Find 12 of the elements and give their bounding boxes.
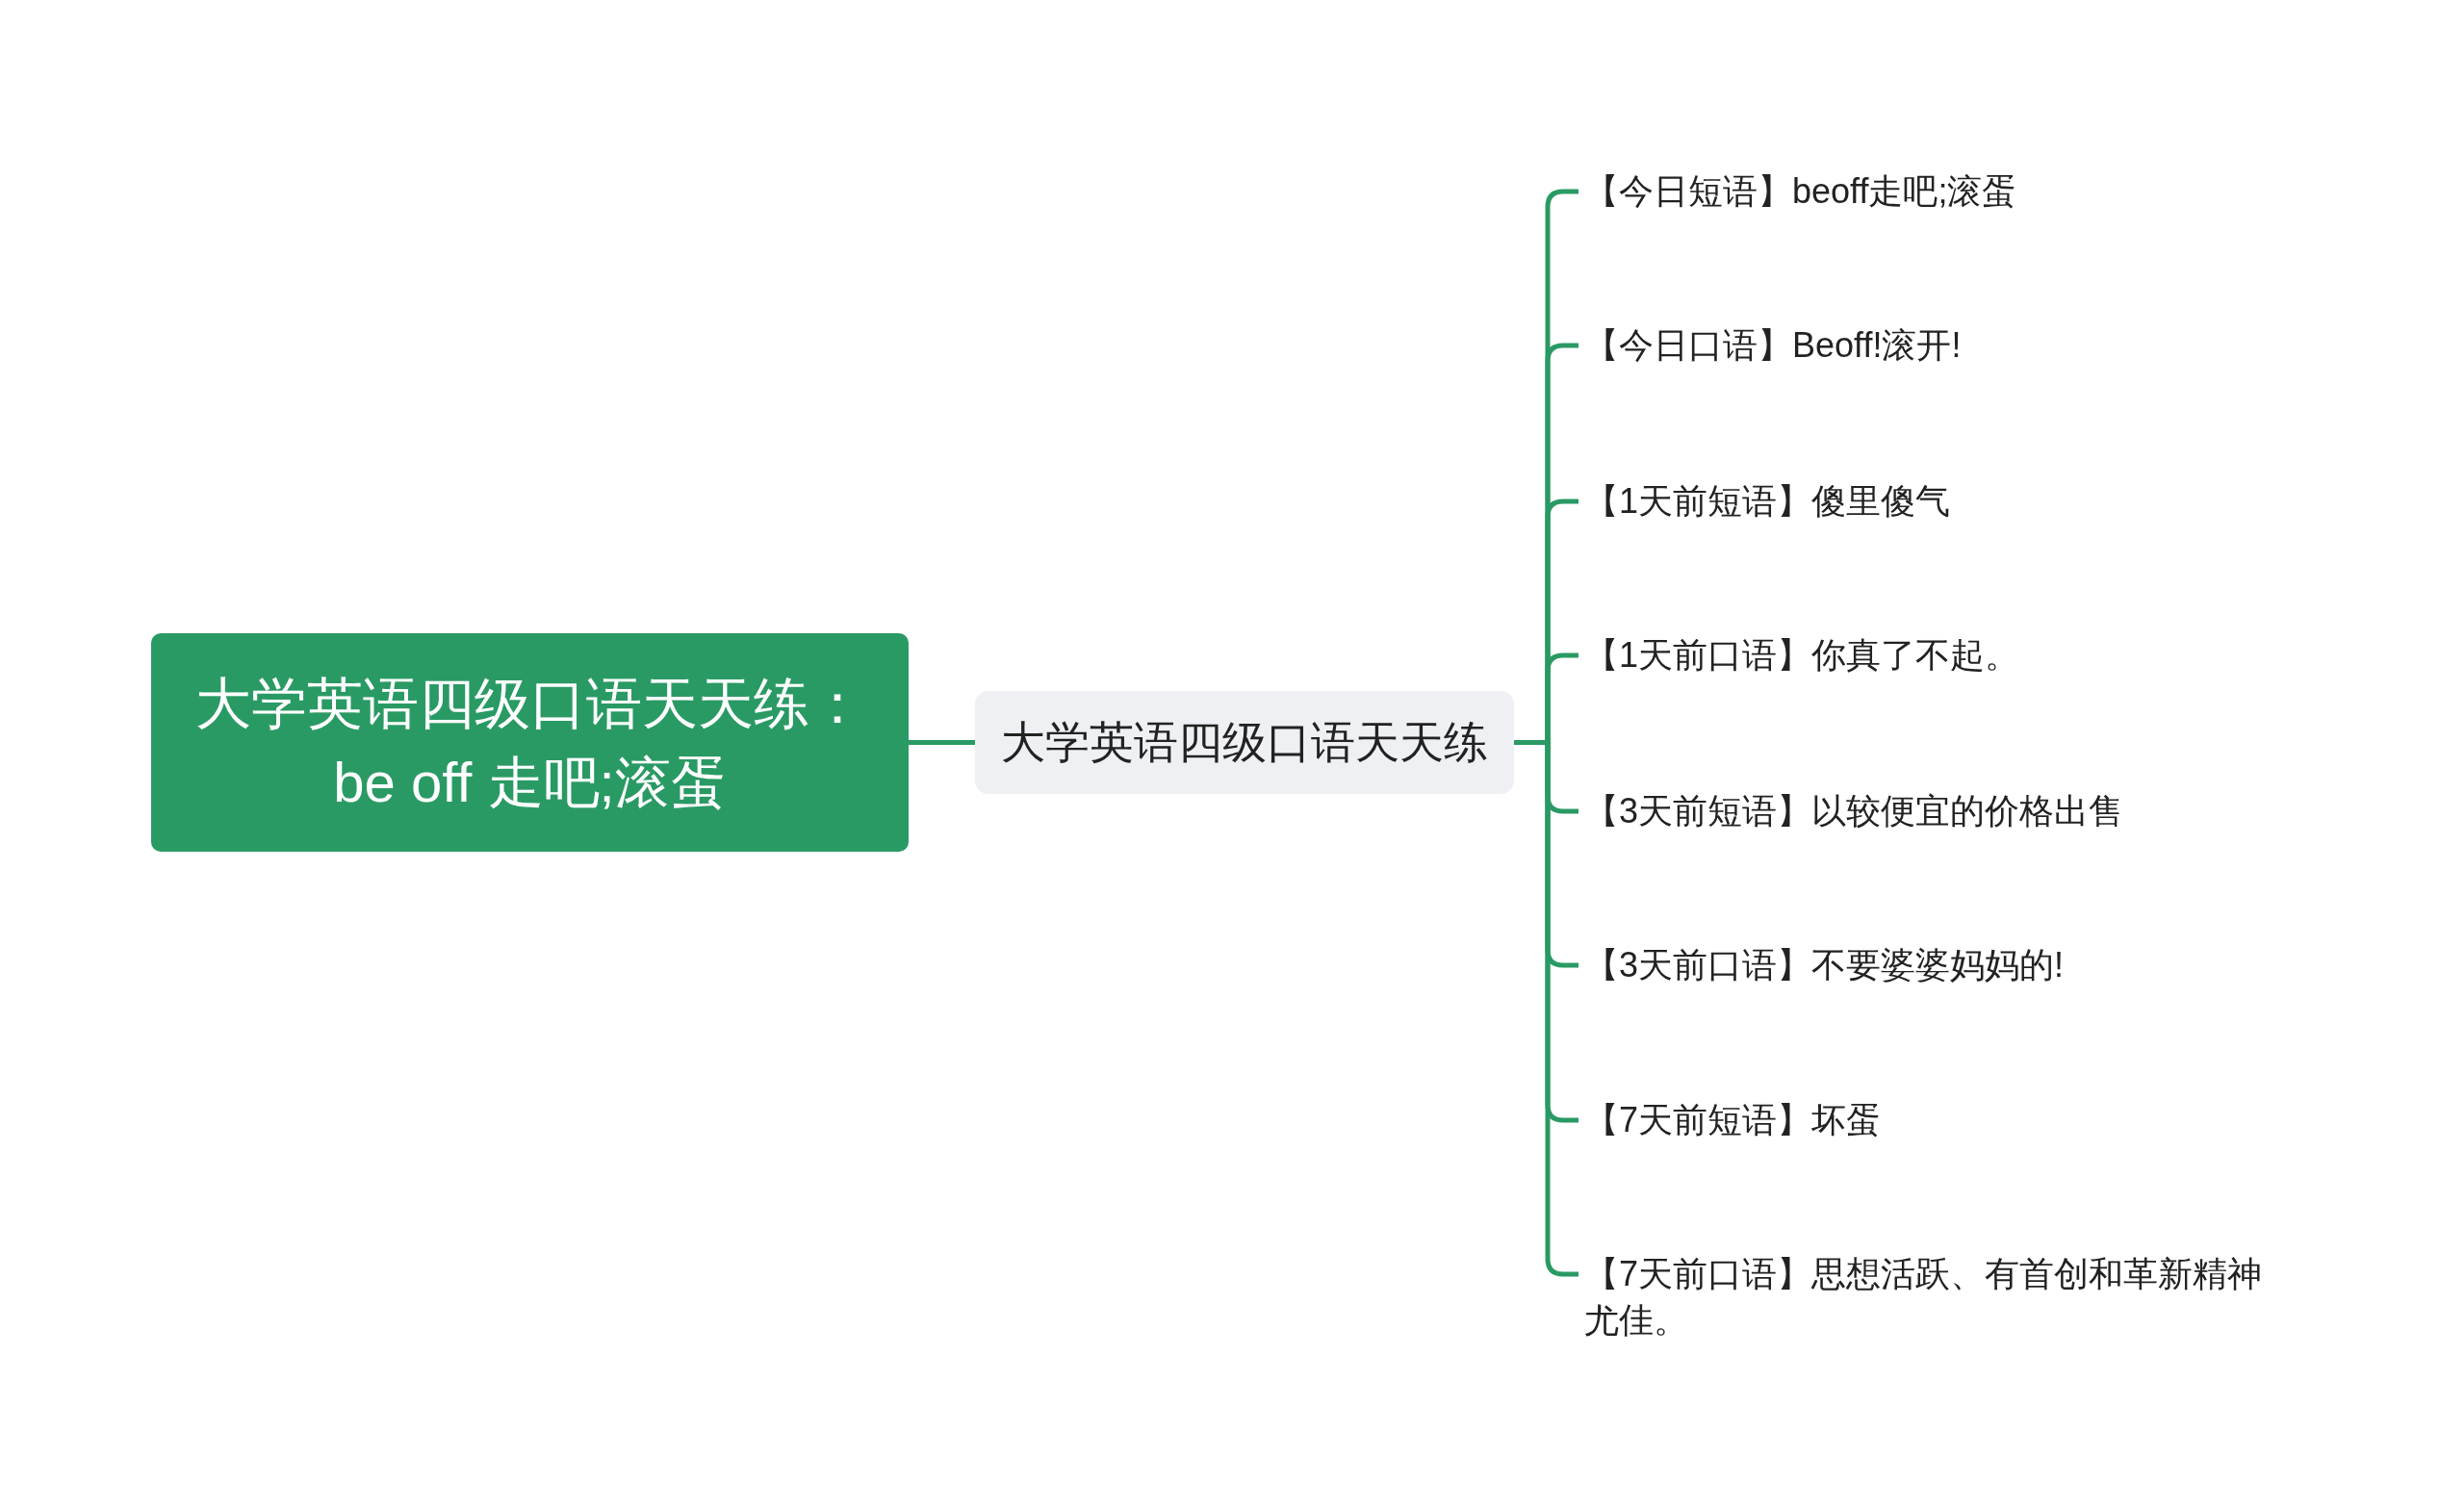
leaf-text: 【7天前短语】坏蛋 <box>1578 1097 1887 1143</box>
leaf-text: 【3天前口语】不要婆婆妈妈的! <box>1578 942 2070 988</box>
leaf-text: 【7天前口语】思想活跃、有首创和革新精神尤佳。 <box>1578 1251 2291 1343</box>
root-topic-box: 大学英语四级口语天天练：be off 走吧;滚蛋 <box>151 633 909 852</box>
connector-line <box>1514 740 1578 1277</box>
leaf-text: 【1天前短语】傻里傻气 <box>1578 478 1957 524</box>
connector-line <box>909 740 975 745</box>
leaf-text: 【今日口语】Beoff!滚开! <box>1578 322 1967 369</box>
topic-box: 大学英语四级口语天天练 <box>975 691 1514 794</box>
leaf-text: 【3天前短语】以较便宜的价格出售 <box>1578 788 2130 834</box>
leaf-text: 【1天前口语】你真了不起。 <box>1578 632 2026 678</box>
leaf-text: 【今日短语】beoff走吧;滚蛋 <box>1578 168 2023 215</box>
